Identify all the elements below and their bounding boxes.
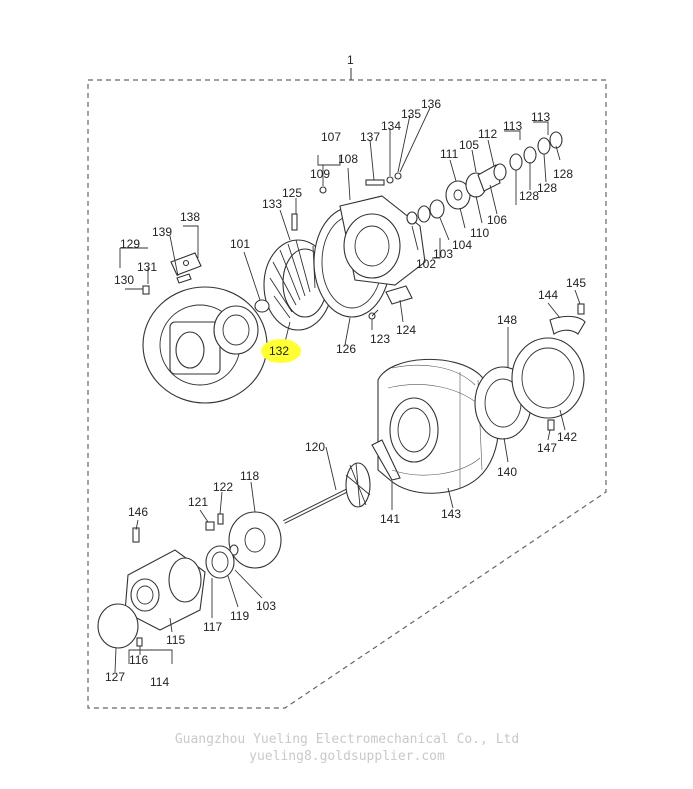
callout-128a: 128 <box>553 167 573 181</box>
callout-138: 138 <box>180 210 200 224</box>
callout-106: 106 <box>487 213 507 227</box>
callout-118: 118 <box>240 469 259 483</box>
callout-105: 105 <box>459 138 479 152</box>
callout-131: 131 <box>137 260 157 274</box>
thrust-parts <box>319 131 563 225</box>
callout-136: 136 <box>421 97 441 111</box>
callout-120: 120 <box>305 440 325 454</box>
callout-110: 110 <box>470 226 489 240</box>
watermark-site: yueling8.goldsupplier.com <box>249 749 445 764</box>
leader-lines <box>114 107 581 673</box>
callout-128c: 128 <box>519 189 539 203</box>
callout-117: 117 <box>203 620 222 634</box>
callout-115: 115 <box>166 633 185 647</box>
callout-148: 148 <box>497 313 517 327</box>
backplate-disk <box>142 286 268 404</box>
callout-122: 122 <box>213 480 233 494</box>
callout-102: 102 <box>416 257 436 271</box>
callout-125: 125 <box>282 186 302 200</box>
outlet-flange <box>97 527 206 649</box>
callout-139: 139 <box>152 225 172 239</box>
callout-142: 142 <box>557 430 577 444</box>
callout-141: 141 <box>380 512 400 526</box>
callout-103: 103 <box>433 247 453 261</box>
callout-134: 134 <box>381 119 401 133</box>
callout-101: 101 <box>230 237 250 251</box>
callout-146: 146 <box>128 505 148 519</box>
callout-121: 121 <box>188 495 208 509</box>
small-fasteners <box>142 252 202 295</box>
callout-113b: 113 <box>531 110 550 124</box>
callout-144: 144 <box>538 288 558 302</box>
callout-130: 130 <box>114 273 134 287</box>
callout-119: 119 <box>230 609 249 623</box>
callout-112: 112 <box>478 127 497 141</box>
bearing-housing <box>339 195 426 330</box>
callout-129: 129 <box>120 237 140 251</box>
callout-109: 109 <box>310 167 330 181</box>
callout-111: 111 <box>440 147 459 161</box>
watermark-company: Guangzhou Yueling Electromechanical Co.,… <box>175 732 519 747</box>
callout-135: 135 <box>401 107 421 121</box>
callout-108: 108 <box>338 152 358 166</box>
callout-123: 123 <box>370 332 390 346</box>
callout-113: 113 <box>503 119 522 133</box>
callout-133: 133 <box>262 197 282 211</box>
callout-137: 137 <box>360 130 380 144</box>
highlight-marker <box>261 339 301 363</box>
callout-127: 127 <box>105 670 125 684</box>
group-label: 1 <box>347 53 354 67</box>
callout-126: 126 <box>336 342 356 356</box>
callout-140: 140 <box>497 465 517 479</box>
part-callouts: 101 102 103 103 104 105 106 107 108 109 … <box>105 97 586 689</box>
callout-143: 143 <box>441 507 461 521</box>
callout-116: 116 <box>129 653 148 667</box>
callout-128b: 128 <box>537 181 557 195</box>
callout-114: 114 <box>150 675 169 689</box>
turbine-side-rings <box>474 303 586 440</box>
callout-147: 147 <box>537 441 557 455</box>
highlight-label: 132 <box>269 344 289 358</box>
callout-104: 104 <box>452 238 472 252</box>
callout-124: 124 <box>396 323 416 337</box>
callout-103b: 103 <box>256 599 276 613</box>
turbine-shaft <box>283 462 371 524</box>
callout-145: 145 <box>566 276 586 290</box>
turbine-housing <box>371 358 500 494</box>
callout-107: 107 <box>321 130 341 144</box>
thrust-plate <box>205 511 282 579</box>
